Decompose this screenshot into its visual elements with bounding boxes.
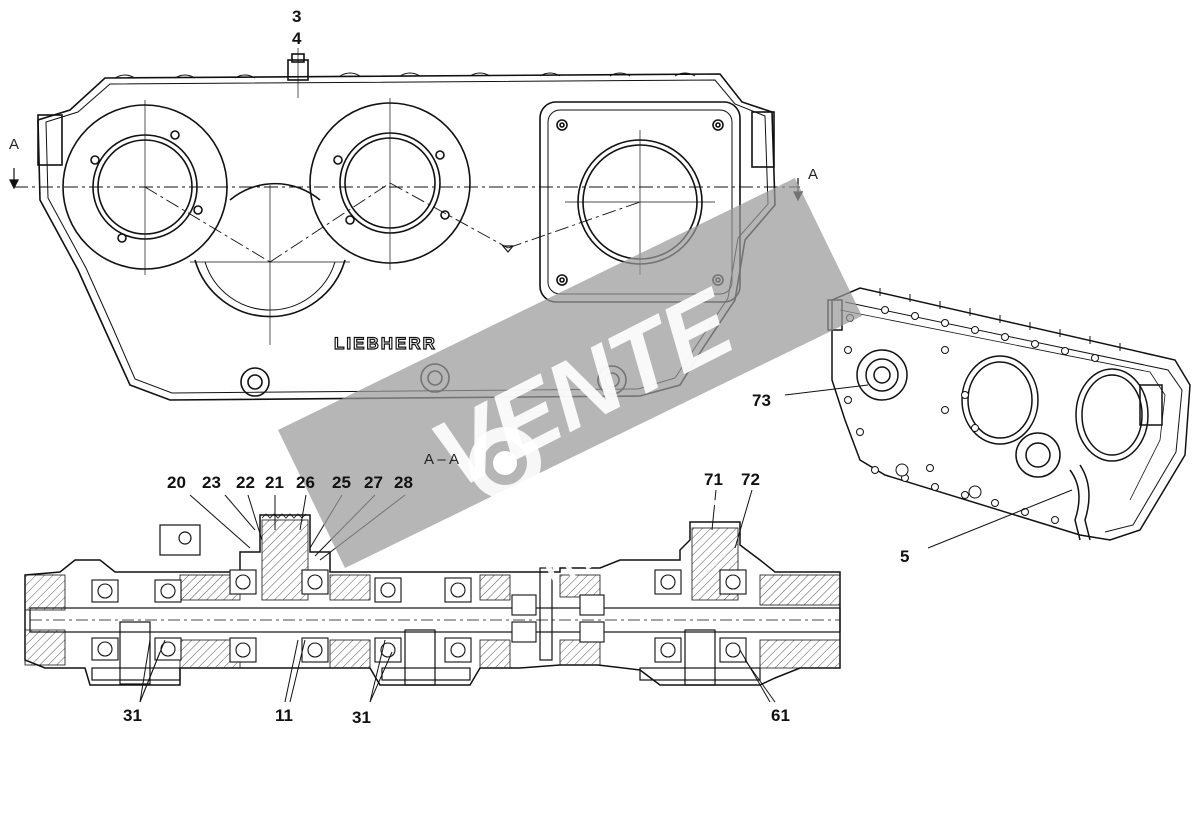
callout-31-middle: 31 [352,708,371,727]
callout-4: 4 [292,29,302,48]
callout-61: 61 [771,706,790,725]
callout-73: 73 [752,391,771,410]
callout-23: 23 [202,473,221,492]
callout-71: 71 [704,470,723,489]
callout-72: 72 [741,470,760,489]
isometric-view-bolts [844,306,1099,524]
callout-5: 5 [900,547,910,566]
callout-20: 20 [167,473,186,492]
callout-22: 22 [236,473,255,492]
section-mark-left: A [9,136,20,153]
callout-31-left: 31 [123,706,142,725]
callout-3: 3 [292,7,302,26]
isometric-view-housing [827,287,1191,541]
section-mark-right: A [808,166,819,183]
callout-27: 27 [364,473,383,492]
section-view-shafts [29,524,841,686]
liebherr-logo: LIEBHERR [333,334,437,353]
callout-11: 11 [275,706,293,725]
section-view-housing [24,514,841,686]
callout-28: 28 [394,473,413,492]
callout-26: 26 [296,473,315,492]
section-view-bearings [91,569,747,663]
watermark-band [278,178,862,568]
section-view-leaders [139,384,1073,703]
callout-21: 21 [265,473,284,492]
section-view-gear-teeth [261,513,307,519]
front-view-axis-lines [144,48,715,345]
section-view-title: A – A [424,451,460,468]
section-view-hatching [24,519,841,669]
callout-25: 25 [332,473,351,492]
